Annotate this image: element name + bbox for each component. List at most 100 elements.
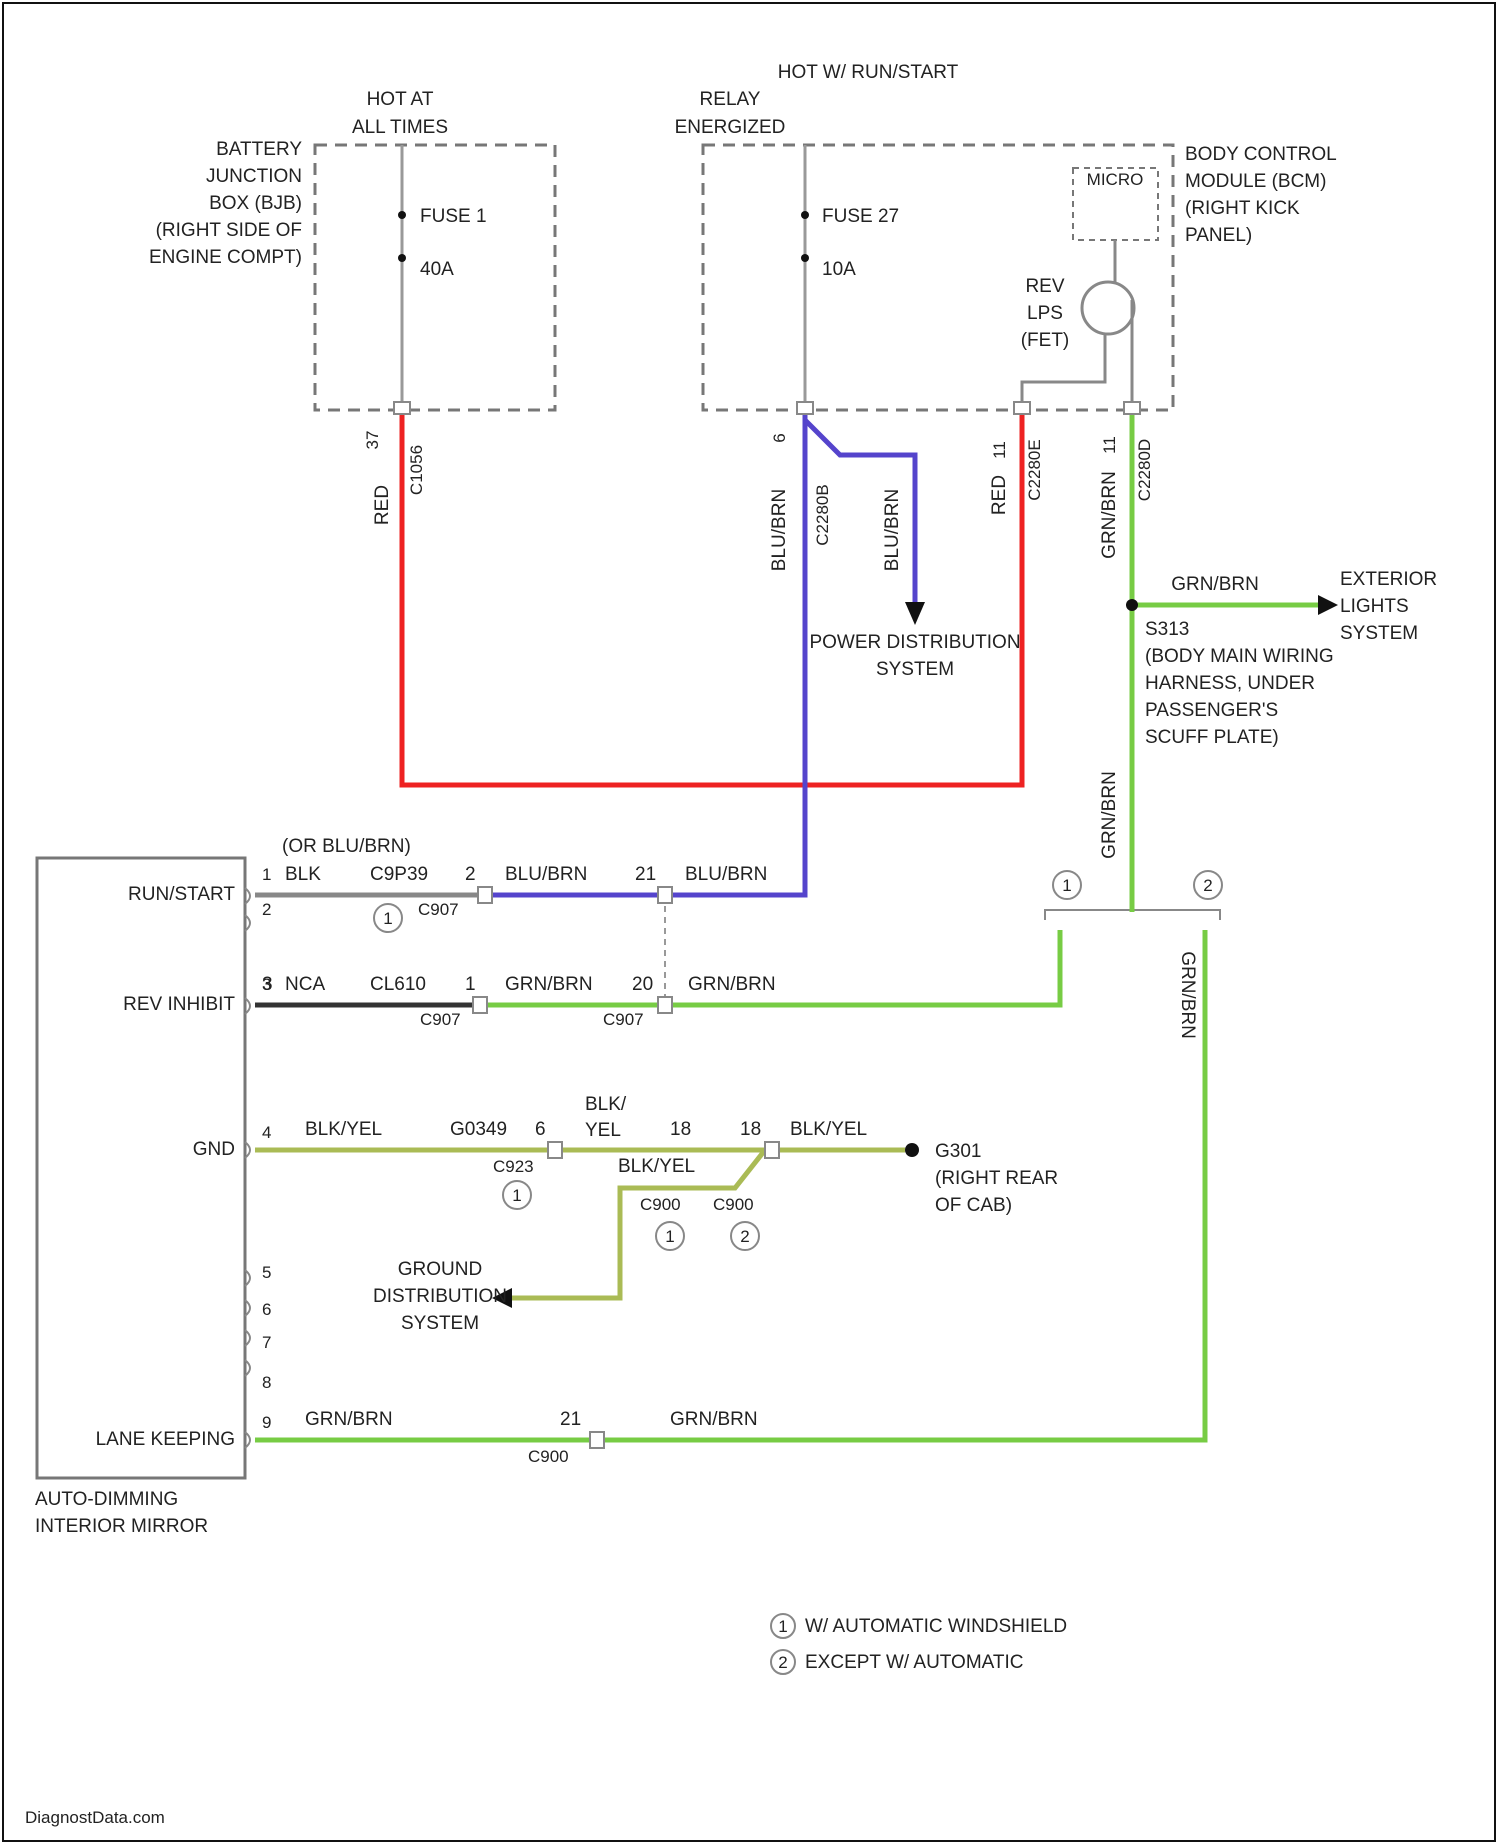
- splice-right-wire: GRN/BRN: [1177, 951, 1198, 1039]
- bcm-wire-blubrn: BLU/BRN: [769, 489, 790, 571]
- note-key-1: W/ AUTOMATIC WINDSHIELD: [805, 1616, 1067, 1637]
- ground-distribution-label-line-2: SYSTEM: [401, 1313, 479, 1334]
- note-key-2-num: 2: [778, 1653, 787, 1672]
- rev-lps-fet-line-1: LPS: [1027, 303, 1063, 324]
- bcm-wire-grnbrn: GRN/BRN: [1099, 471, 1120, 559]
- relay-energized-line-1: ENERGIZED: [675, 117, 786, 138]
- ground-distribution-label-line-0: GROUND: [398, 1259, 482, 1280]
- gnd-wire-blkyel-4: BLK/YEL: [618, 1156, 695, 1177]
- ground-g301-label-line-1: (RIGHT REAR: [935, 1168, 1058, 1189]
- note-key-2: EXCEPT W/ AUTOMATIC: [805, 1652, 1024, 1673]
- note-1-a: 1: [1062, 876, 1071, 895]
- fet-symbol: [1082, 282, 1134, 334]
- run-wire-blk: BLK: [285, 864, 321, 885]
- fuse-1-label: FUSE 1: [420, 206, 487, 227]
- battery-box-label-line-4: ENGINE COMPT): [149, 247, 302, 268]
- gnd-pin-18-a: 18: [670, 1119, 691, 1140]
- mirror-rev-inhibit: REV INHIBIT: [123, 994, 235, 1015]
- mirror-label-line-0: AUTO-DIMMING: [35, 1489, 178, 1510]
- bcm-wire-red: RED: [989, 475, 1010, 515]
- battery-box-label-line-3: (RIGHT SIDE OF: [156, 220, 302, 241]
- ground-g301-label-line-2: OF CAB): [935, 1195, 1012, 1216]
- rev-conn-c907-a: C907: [420, 1010, 461, 1029]
- blue-wire-main: [485, 410, 805, 895]
- bcm-pins: [394, 402, 1140, 414]
- ground-g301-label-line-0: G301: [935, 1141, 981, 1162]
- mirror-pin-8: 8: [262, 1373, 271, 1392]
- micro-label: MICRO: [1087, 170, 1144, 189]
- note-circles: [374, 871, 1222, 1674]
- bcm-pin-11-green: 11: [1100, 436, 1119, 454]
- bcm-pin-6: 6: [770, 433, 789, 442]
- mirror-pin-6: 6: [262, 1300, 271, 1319]
- note-key-1-num: 1: [778, 1617, 787, 1636]
- rev-conn-c907-b: C907: [603, 1010, 644, 1029]
- battery-connector: C1056: [407, 445, 426, 495]
- rev-wire-grnbrn-2: GRN/BRN: [688, 974, 776, 995]
- mirror-lane-keeping: LANE KEEPING: [96, 1429, 235, 1450]
- power-distribution-label-line-0: POWER DISTRIBUTION: [809, 632, 1020, 653]
- hot-w-runstart: HOT W/ RUN/START: [778, 62, 959, 83]
- fuse-27-label: FUSE 27: [822, 206, 899, 227]
- gnd-pin-6: 6: [535, 1119, 546, 1140]
- rev-pin-20: 20: [632, 974, 653, 995]
- run-conn-c907: C907: [418, 900, 459, 919]
- note-1-d: 1: [665, 1227, 674, 1246]
- hot-at-all-times-line-1: ALL TIMES: [352, 117, 448, 138]
- lane-pin-21: 21: [560, 1409, 581, 1430]
- battery-pin: 37: [363, 431, 382, 450]
- rev-conn-cl610: CL610: [370, 974, 426, 995]
- gnd-conn-g0349: G0349: [450, 1119, 507, 1140]
- exterior-lights-arrow: [1318, 595, 1338, 615]
- fuse-27-dot-bot: [801, 254, 809, 262]
- mirror-label-line-1: INTERIOR MIRROR: [35, 1516, 208, 1537]
- bcm-label-line-0: BODY CONTROL: [1185, 144, 1337, 165]
- rev-wire-grnbrn-1: GRN/BRN: [505, 974, 593, 995]
- gnd-conn-c900-a: C900: [640, 1195, 681, 1214]
- gnd-wire-blkyel-2-line-1: YEL: [585, 1120, 621, 1141]
- rev-pin-3: 3: [262, 974, 273, 995]
- run-pin-21: 21: [635, 864, 656, 885]
- splice-down-wire: GRN/BRN: [1099, 771, 1120, 859]
- mirror-pin-4: 4: [262, 1123, 271, 1142]
- rev-lps-fet-line-0: REV: [1025, 276, 1064, 297]
- battery-wire-red: RED: [372, 485, 393, 525]
- watermark: DiagnostData.com: [25, 1808, 165, 1827]
- mirror-pin-7: 7: [262, 1333, 271, 1352]
- power-distribution-arrow: [905, 602, 925, 625]
- gnd-conn-c923: C923: [493, 1157, 534, 1176]
- gnd-conn-c900-b: C900: [713, 1195, 754, 1214]
- battery-box-label-line-0: BATTERY: [216, 139, 302, 160]
- lane-wire-grnbrn-1: GRN/BRN: [305, 1409, 393, 1430]
- lane-conn-c900: C900: [528, 1447, 569, 1466]
- fuse-27-amps: 10A: [822, 259, 856, 280]
- bcm-label-line-1: MODULE (BCM): [1185, 171, 1326, 192]
- run-wire-blubrn-2: BLU/BRN: [685, 864, 767, 885]
- fuse-1-amps: 40A: [420, 259, 454, 280]
- bcm-conn-c2280e: C2280E: [1025, 439, 1044, 500]
- rev-pin-1: 1: [465, 974, 476, 995]
- run-pin-2: 2: [465, 864, 476, 885]
- run-wire-blubrn-1: BLU/BRN: [505, 864, 587, 885]
- note-1-b: 1: [383, 909, 392, 928]
- mirror-pin-5: 5: [262, 1263, 271, 1282]
- note-2-b: 2: [740, 1227, 749, 1246]
- rev-wire-nca: NCA: [285, 974, 325, 995]
- power-distribution-label-line-1: SYSTEM: [876, 659, 954, 680]
- gnd-wire-blkyel-1: BLK/YEL: [305, 1119, 382, 1140]
- bcm-label-line-3: PANEL): [1185, 225, 1252, 246]
- pd-wire: BLU/BRN: [882, 489, 903, 571]
- exterior-lights-label-line-0: EXTERIOR: [1340, 569, 1437, 590]
- splice-ext-wire: GRN/BRN: [1171, 574, 1259, 595]
- splice-s313-label-line-4: SCUFF PLATE): [1145, 727, 1279, 748]
- fuse-1-dot-bot: [398, 254, 406, 262]
- exterior-lights-label-line-2: SYSTEM: [1340, 623, 1418, 644]
- gnd-wire-blkyel-2-line-0: BLK/: [585, 1094, 627, 1115]
- bcm-conn-c2280d: C2280D: [1135, 439, 1154, 501]
- ground-distribution-label-line-1: DISTRIBUTION: [373, 1286, 507, 1307]
- red-wire: [402, 410, 1022, 785]
- mirror-pin-2: 2: [262, 900, 271, 919]
- note-1-c: 1: [512, 1186, 521, 1205]
- exterior-lights-label-line-1: LIGHTS: [1340, 596, 1409, 617]
- lane-wire-grnbrn-2: GRN/BRN: [670, 1409, 758, 1430]
